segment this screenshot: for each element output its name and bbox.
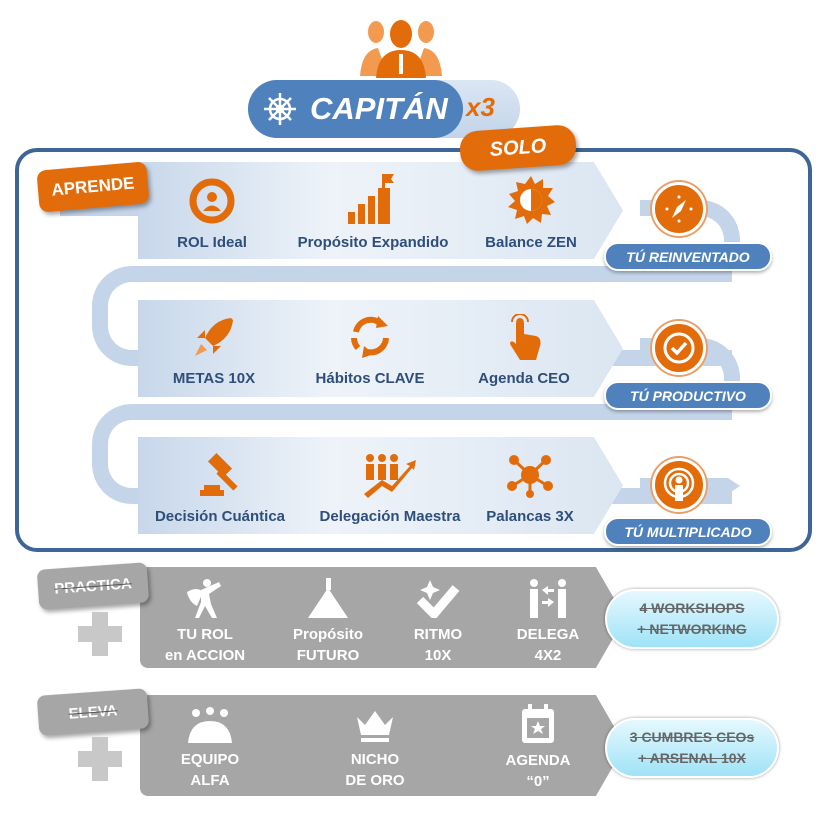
gavel-icon bbox=[200, 452, 238, 496]
target-person-icon bbox=[189, 178, 235, 224]
team-table-icon bbox=[188, 707, 232, 743]
outcome-check-badge bbox=[652, 321, 706, 375]
item-rol-ideal: ROL Ideal bbox=[132, 178, 292, 251]
ship-wheel-icon bbox=[264, 93, 296, 125]
captain-multiplier: x3 bbox=[466, 92, 495, 122]
checkmark-circle-icon bbox=[663, 332, 695, 364]
item-proposito-expandido: Propósito Expandido bbox=[293, 174, 453, 251]
sparkle-check-icon bbox=[416, 580, 460, 618]
item-balance-zen: Balance ZEN bbox=[451, 176, 611, 251]
captain-banner: CAPITÁN bbox=[248, 80, 463, 138]
practica-extra-pill: 4 WORKSHOPS+ NETWORKING bbox=[605, 589, 779, 649]
broadcast-person-icon bbox=[663, 467, 695, 501]
captain-title: CAPITÁN bbox=[310, 91, 448, 126]
compass-icon bbox=[665, 195, 693, 223]
practica-band bbox=[140, 567, 625, 668]
eleva-item-agenda: AGENDA“0” bbox=[478, 704, 598, 792]
hero-cape-icon bbox=[187, 579, 221, 618]
outcome-broadcast-badge bbox=[652, 458, 706, 512]
outcome-compass-badge bbox=[652, 182, 706, 236]
captain-people-icon bbox=[360, 20, 442, 78]
item-delegacion-maestra: Delegación Maestra bbox=[310, 450, 470, 525]
item-habitos-clave: Hábitos CLAVE bbox=[290, 314, 450, 387]
eleva-tag: ELEVA bbox=[36, 688, 150, 736]
rocket-icon bbox=[195, 318, 233, 356]
practica-tag: PRACTICA bbox=[36, 562, 150, 610]
item-palancas-3x: Palancas 3X bbox=[450, 452, 610, 525]
plus-icon bbox=[78, 612, 122, 656]
touch-hand-icon bbox=[510, 314, 541, 360]
solo-badge: SOLO bbox=[458, 124, 578, 172]
outcome-multiplicado: TÚ MULTIPLICADO bbox=[604, 517, 772, 546]
growth-flag-icon bbox=[348, 174, 394, 224]
sun-balance-icon bbox=[508, 176, 555, 224]
calendar-star-icon bbox=[522, 704, 554, 743]
item-agenda-ceo: Agenda CEO bbox=[444, 314, 604, 387]
item-metas-10x: METAS 10X bbox=[134, 314, 294, 387]
plus-icon bbox=[78, 737, 122, 781]
network-hub-icon bbox=[507, 455, 553, 498]
exchange-people-icon bbox=[530, 579, 566, 618]
eleva-extra-pill: 3 CUMBRES CEOs+ ARSENAL 10X bbox=[605, 718, 779, 778]
crown-icon bbox=[357, 711, 393, 742]
team-growth-icon bbox=[364, 454, 416, 498]
outcome-productivo: TÚ PRODUCTIVO bbox=[604, 381, 772, 410]
mountain-flag-icon bbox=[308, 578, 348, 618]
item-decision-cuantica: Decisión Cuántica bbox=[140, 452, 300, 525]
cycle-arrows-icon bbox=[351, 316, 389, 358]
outcome-reinventado: TÚ REINVENTADO bbox=[604, 242, 772, 271]
